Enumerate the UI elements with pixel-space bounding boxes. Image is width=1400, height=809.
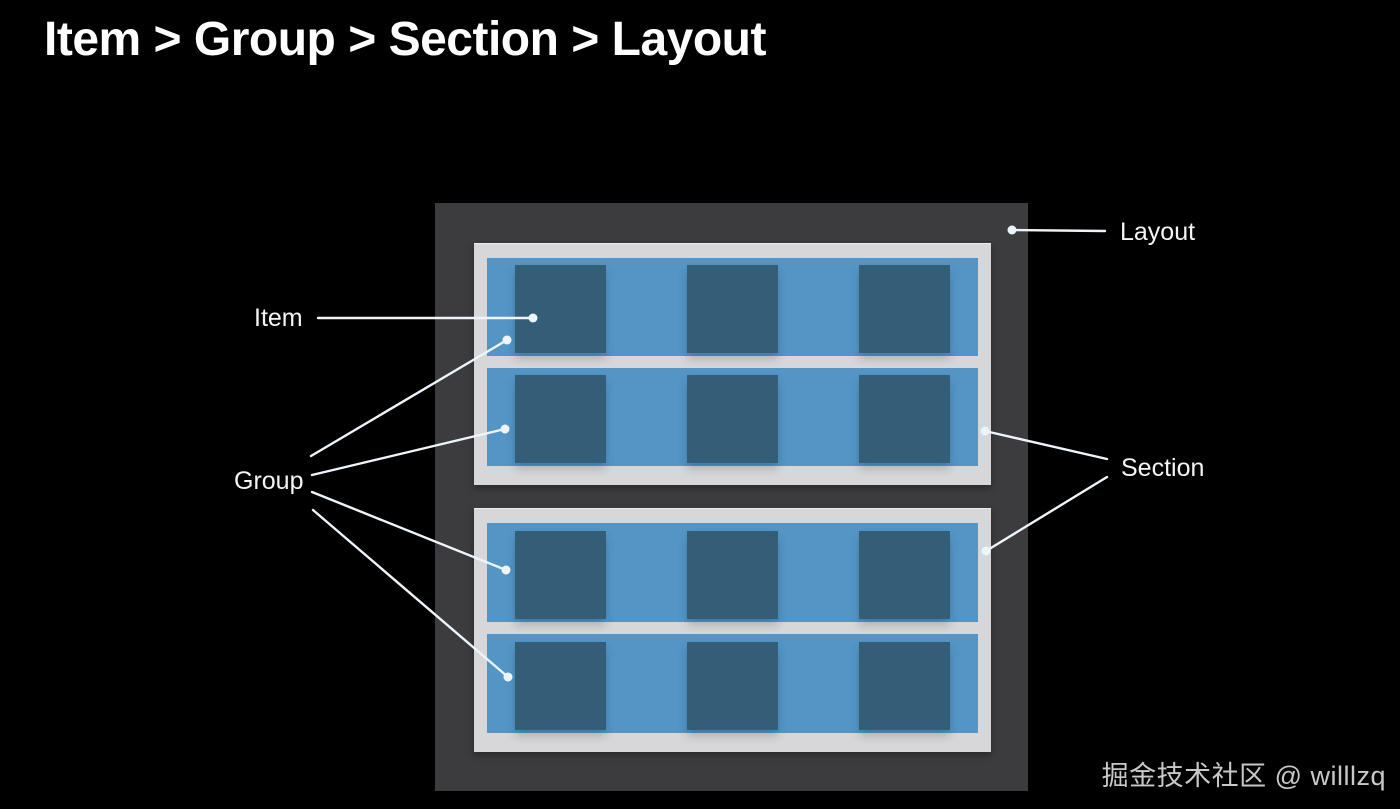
item-1-1-3 bbox=[859, 265, 950, 353]
group-1-1 bbox=[487, 258, 978, 356]
item-1-2-1 bbox=[515, 375, 606, 463]
group-label: Group bbox=[234, 467, 304, 495]
item-1-2-3 bbox=[859, 375, 950, 463]
item-1-1-1 bbox=[515, 265, 606, 353]
item-label: Item bbox=[254, 304, 303, 332]
item-1-1-2 bbox=[687, 265, 778, 353]
group-2-2 bbox=[487, 634, 978, 733]
group-2-1 bbox=[487, 523, 978, 622]
item-1-2-2 bbox=[687, 375, 778, 463]
section-1 bbox=[474, 243, 991, 485]
section-label: Section bbox=[1121, 454, 1205, 482]
item-2-2-3 bbox=[859, 641, 950, 730]
item-2-2-1 bbox=[515, 641, 606, 730]
item-2-1-3 bbox=[859, 530, 950, 619]
watermark-text: 掘金技术社区 @ willlzq bbox=[1101, 761, 1386, 791]
page-title: Item > Group > Section > Layout bbox=[44, 13, 766, 66]
group-1-2 bbox=[487, 368, 978, 466]
item-2-1-2 bbox=[687, 530, 778, 619]
section-2 bbox=[474, 508, 991, 752]
layout-container bbox=[435, 203, 1028, 791]
layout-label: Layout bbox=[1120, 218, 1196, 246]
item-2-1-1 bbox=[515, 530, 606, 619]
item-2-2-2 bbox=[687, 641, 778, 730]
